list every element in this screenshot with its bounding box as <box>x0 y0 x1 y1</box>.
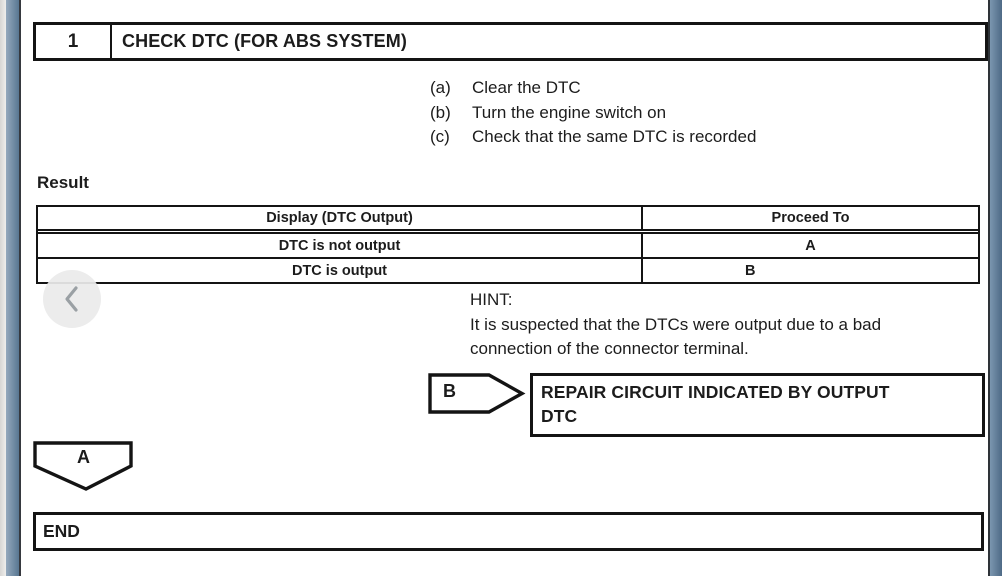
hint-label: HINT: <box>470 290 513 309</box>
instruction-list: (a) Clear the DTC (b) Turn the engine sw… <box>430 76 756 150</box>
end-box: END <box>33 512 984 551</box>
continuation-label: A <box>77 447 90 467</box>
result-table: Display (DTC Output) Proceed To DTC is n… <box>36 205 980 284</box>
cell-proceed: B <box>745 262 756 279</box>
instruction-text: Check that the same DTC is recorded <box>472 127 757 146</box>
table-header-row: Display (DTC Output) Proceed To <box>38 207 978 229</box>
window-margin-left <box>0 0 6 576</box>
instruction-label: (b) <box>430 102 451 122</box>
step-title: CHECK DTC (FOR ABS SYSTEM) <box>122 31 407 51</box>
instruction-text: Clear the DTC <box>472 78 581 97</box>
window-border-left <box>6 0 21 576</box>
cell-display: DTC is not output <box>38 234 643 257</box>
continuation-connector-a: A <box>33 441 134 493</box>
table-row: DTC is not output A <box>38 234 978 257</box>
instruction-label: (c) <box>430 127 450 146</box>
cell-display: DTC is output <box>38 259 643 282</box>
col-header-display: Display (DTC Output) <box>38 207 643 229</box>
back-button[interactable] <box>43 270 101 328</box>
instruction-item: (c) Check that the same DTC is recorded <box>430 125 756 150</box>
branch-arrow-shape <box>428 373 526 414</box>
header-divider <box>38 229 978 234</box>
table-row: DTC is output B <box>38 259 978 282</box>
continuation-arrow-shape <box>33 441 133 491</box>
hint-block: HINT: It is suspected that the DTCs were… <box>470 288 881 362</box>
action-line: REPAIR CIRCUIT INDICATED BY OUTPUT <box>541 382 890 402</box>
hint-line: It is suspected that the DTCs were outpu… <box>470 314 882 334</box>
instruction-item: (a) Clear the DTC <box>430 76 756 101</box>
instruction-item: (b) Turn the engine switch on <box>430 101 756 126</box>
step-number: 1 <box>36 25 112 58</box>
step-header-box: 1 CHECK DTC (FOR ABS SYSTEM) <box>33 22 988 61</box>
row-divider <box>38 257 978 259</box>
branch-connector-b: B <box>428 373 528 415</box>
instruction-text: Turn the engine switch on <box>472 102 667 122</box>
instruction-label: (a) <box>430 78 451 97</box>
result-heading: Result <box>37 173 89 192</box>
chevron-left-icon <box>65 286 78 312</box>
branch-label: B <box>443 381 456 401</box>
hint-line: connection of the connector terminal. <box>470 339 749 358</box>
cell-proceed: A <box>805 237 816 254</box>
action-line: DTC <box>541 406 578 426</box>
col-header-proceed: Proceed To <box>771 210 850 226</box>
window-border-right <box>988 0 1002 576</box>
action-box: REPAIR CIRCUIT INDICATED BY OUTPUT DTC <box>530 373 985 437</box>
end-label: END <box>43 521 80 541</box>
